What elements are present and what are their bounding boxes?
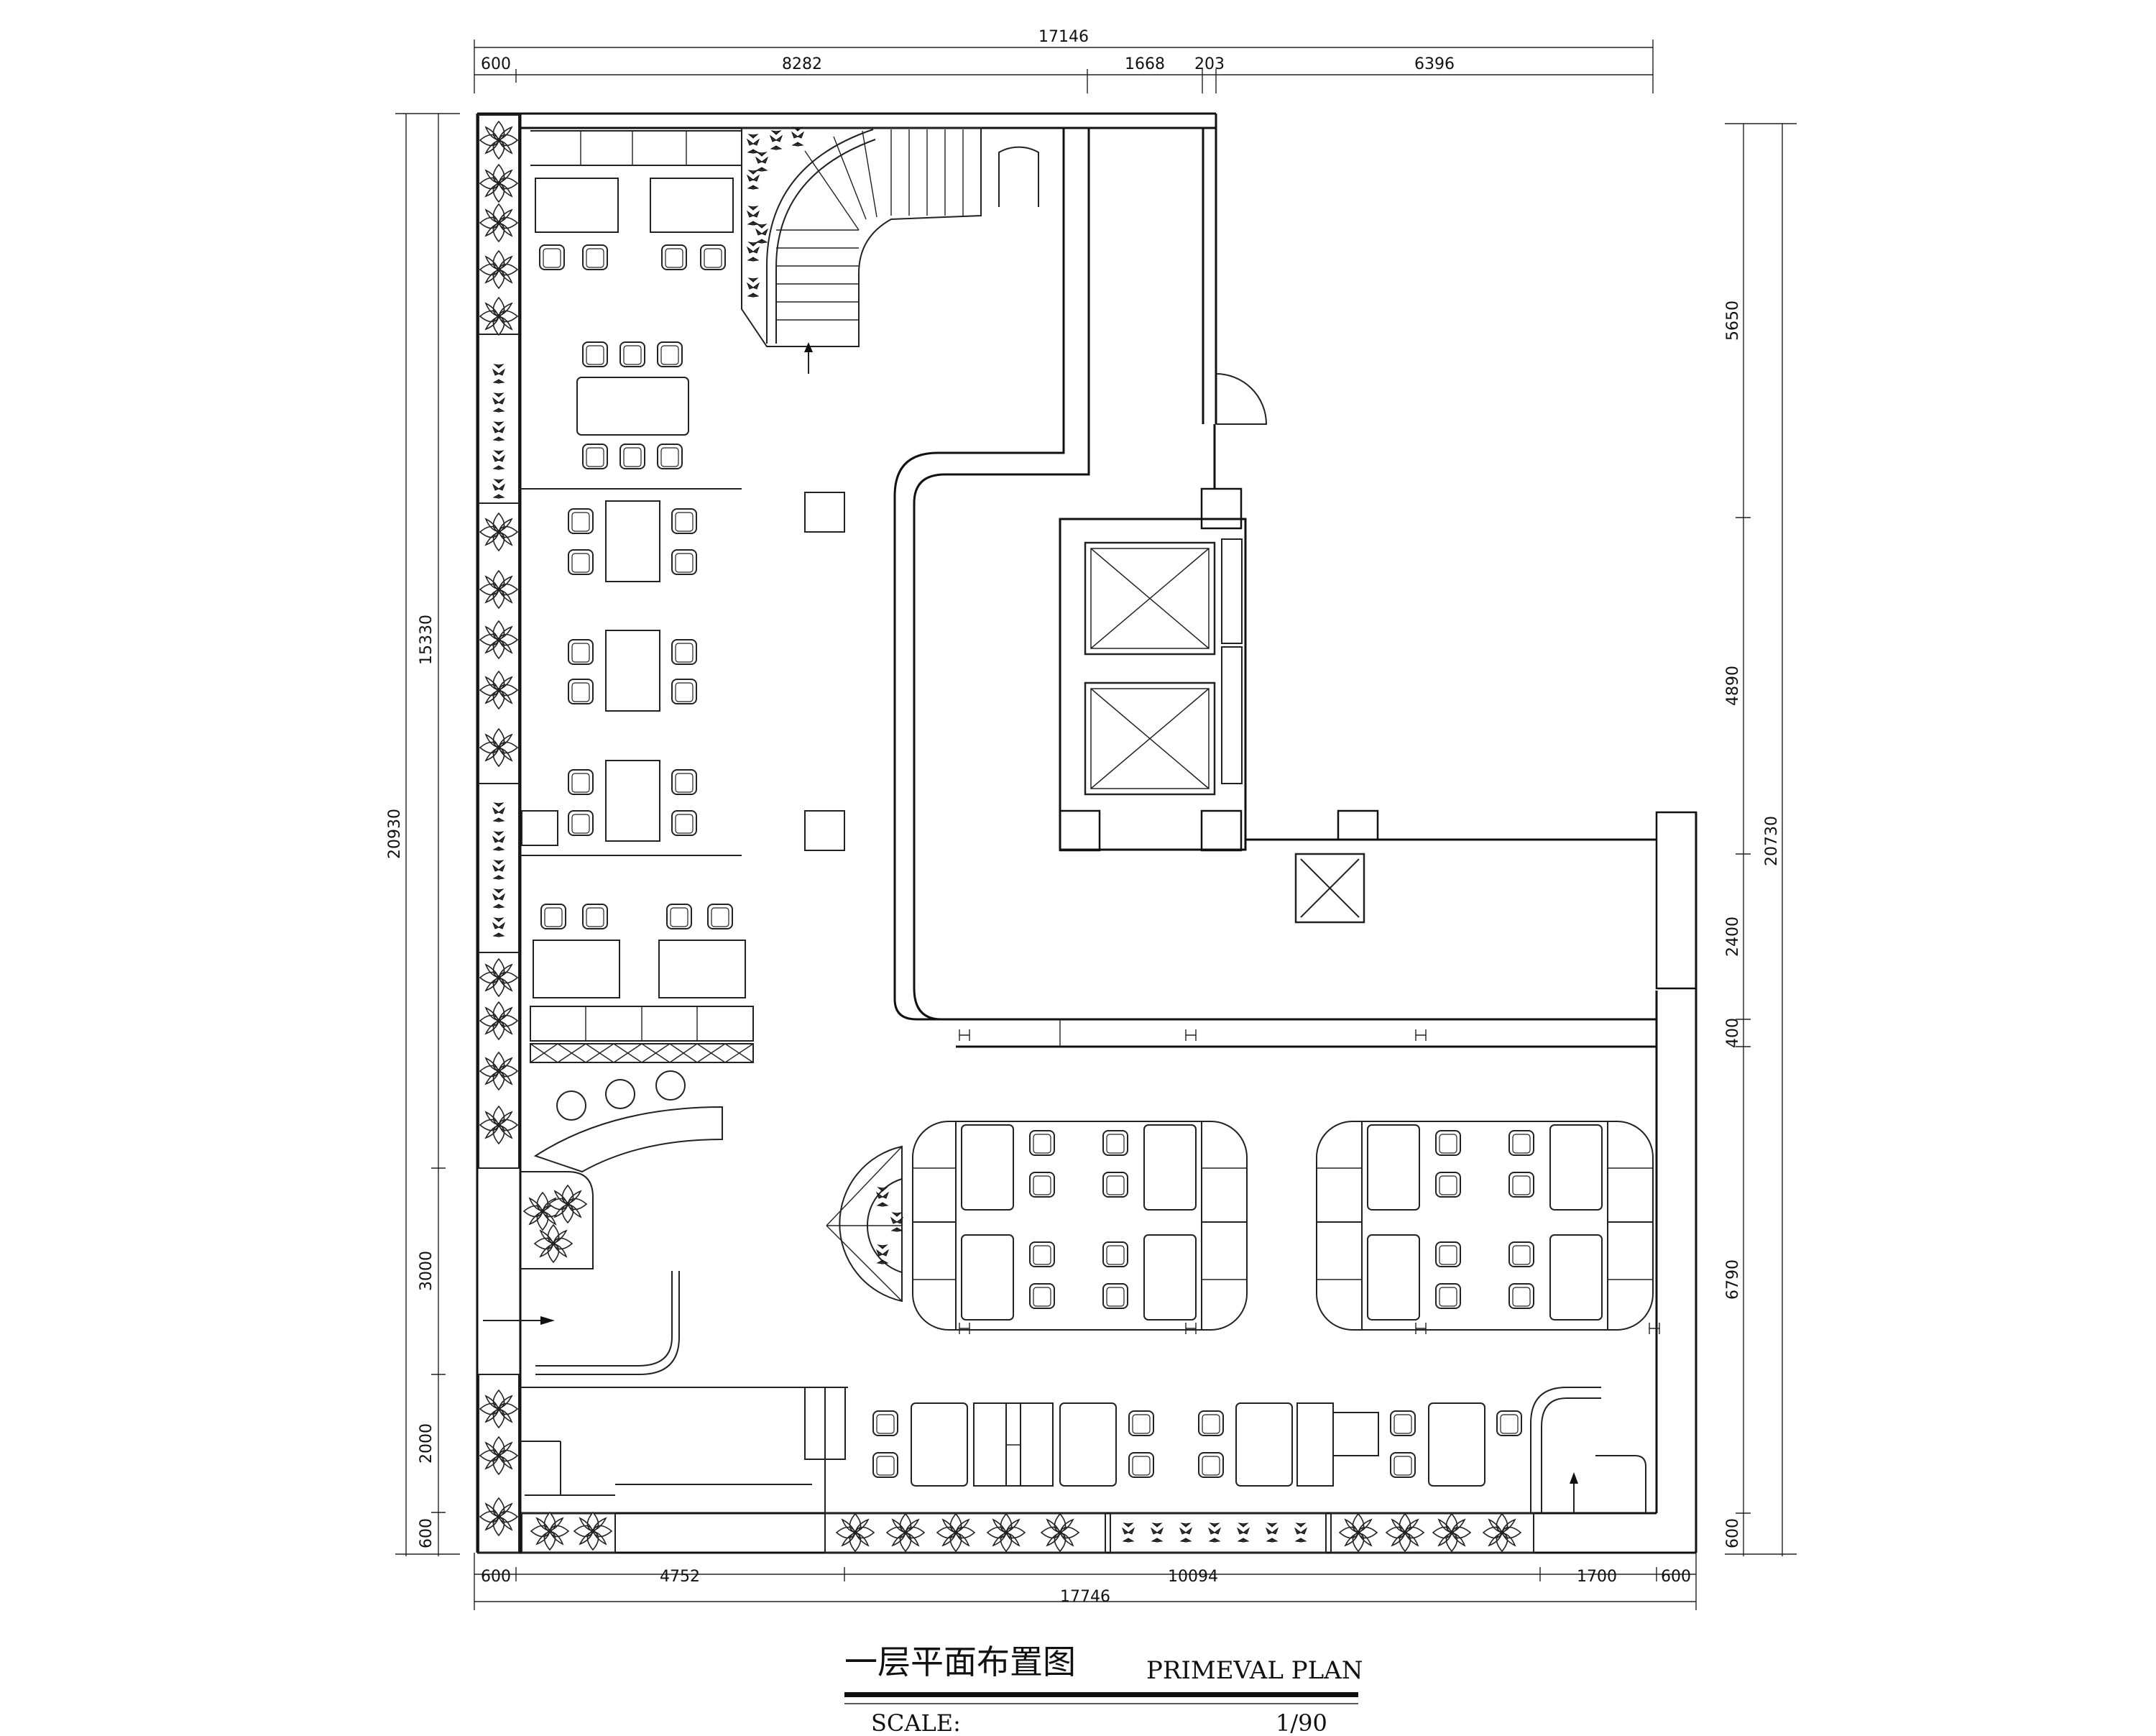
plant-icon [479,121,518,160]
dim-top-seg-4: 6396 [1414,55,1455,73]
dim-top-seg-1: 8282 [782,55,822,73]
left-dining-area [483,130,846,1513]
dim-top-seg-0: 600 [481,55,511,73]
dim-left-seg-0: 15330 [418,615,436,665]
dim-right-seg-4: 6790 [1724,1259,1742,1300]
dim-bottom-seg-3: 1700 [1577,1568,1617,1586]
elevator-icon [1084,541,1216,656]
staircase [741,127,982,374]
dim-left-seg-1: 3000 [418,1251,436,1291]
dim-left-seg-3: 600 [418,1518,436,1548]
dim-right-seg-2: 2400 [1724,917,1742,957]
core-walls [804,128,1660,1334]
elevator-icon [1084,681,1216,796]
dimension-lines: 17146 600 8282 1668 203 6396 600 4752 10… [386,28,1797,1610]
dim-bottom-seg-1: 4752 [660,1568,700,1586]
dim-top-seg-2: 1668 [1125,55,1165,73]
title-chinese: 一层平面布置图 [844,1643,1076,1681]
dim-bottom-seg-4: 600 [1661,1568,1691,1586]
dim-bottom-overall: 17746 [1060,1588,1110,1606]
dim-bottom-seg-0: 600 [481,1568,511,1586]
dim-bottom-seg-2: 10094 [1168,1568,1218,1586]
right-dining-area [825,1121,1654,1513]
title-block: 一层平面布置图 PRIMEVAL PLAN SCALE: 1/90 [844,1643,1363,1736]
dim-left-seg-2: 2000 [418,1423,436,1464]
scale-label: SCALE: [871,1709,961,1736]
dim-right-seg-0: 5650 [1724,300,1742,341]
dim-left-overall: 20930 [386,809,404,859]
dim-top-overall: 17146 [1038,28,1089,46]
bottom-planters [521,1512,1534,1553]
dim-right-seg-3: 400 [1724,1018,1742,1048]
dim-top-seg-3: 203 [1194,55,1225,73]
scale-value: 1/90 [1276,1709,1327,1736]
left-planters [478,114,520,1553]
dim-right-seg-1: 4890 [1724,666,1742,706]
dim-right-overall: 20730 [1763,816,1781,866]
title-english: PRIMEVAL PLAN [1146,1656,1363,1685]
dim-right-seg-5: 600 [1724,1518,1742,1548]
